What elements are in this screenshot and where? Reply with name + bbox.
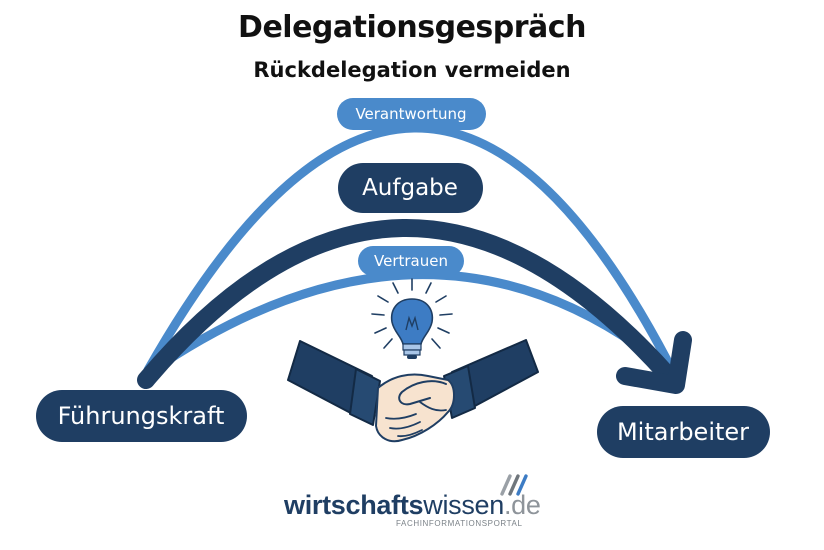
node-fuehrungskraft-label: Führungskraft — [58, 402, 225, 430]
label-aufgabe: Aufgabe — [338, 163, 483, 213]
label-vertrauen-text: Vertrauen — [374, 252, 448, 270]
logo-wordmark: wirtschaftswissen.de — [284, 490, 541, 521]
label-verantwortung: Verantwortung — [337, 98, 486, 130]
logo-tagline: FACHINFORMATIONSPORTAL — [396, 519, 523, 528]
logo-brand-light: wissen — [423, 490, 504, 520]
label-vertrauen: Vertrauen — [358, 246, 464, 276]
handshake-icon — [287, 339, 539, 443]
node-mitarbeiter: Mitarbeiter — [597, 406, 770, 458]
lightbulb-icon — [371, 278, 453, 359]
node-fuehrungskraft: Führungskraft — [36, 390, 247, 442]
label-aufgabe-text: Aufgabe — [362, 175, 458, 201]
diagram-title: Delegationsgespräch — [238, 10, 586, 45]
logo-slashes-icon — [500, 474, 528, 496]
arrowhead — [616, 331, 692, 394]
logo-brand-bold: wirtschafts — [284, 490, 424, 520]
arc-aufgabe — [137, 219, 674, 389]
brand-logo[interactable]: wirtschaftswissen.de FACHINFORMATIONSPOR… — [284, 474, 544, 538]
node-mitarbeiter-label: Mitarbeiter — [617, 418, 749, 446]
diagram-subtitle: Rückdelegation vermeiden — [253, 58, 571, 82]
label-verantwortung-text: Verantwortung — [355, 105, 466, 123]
